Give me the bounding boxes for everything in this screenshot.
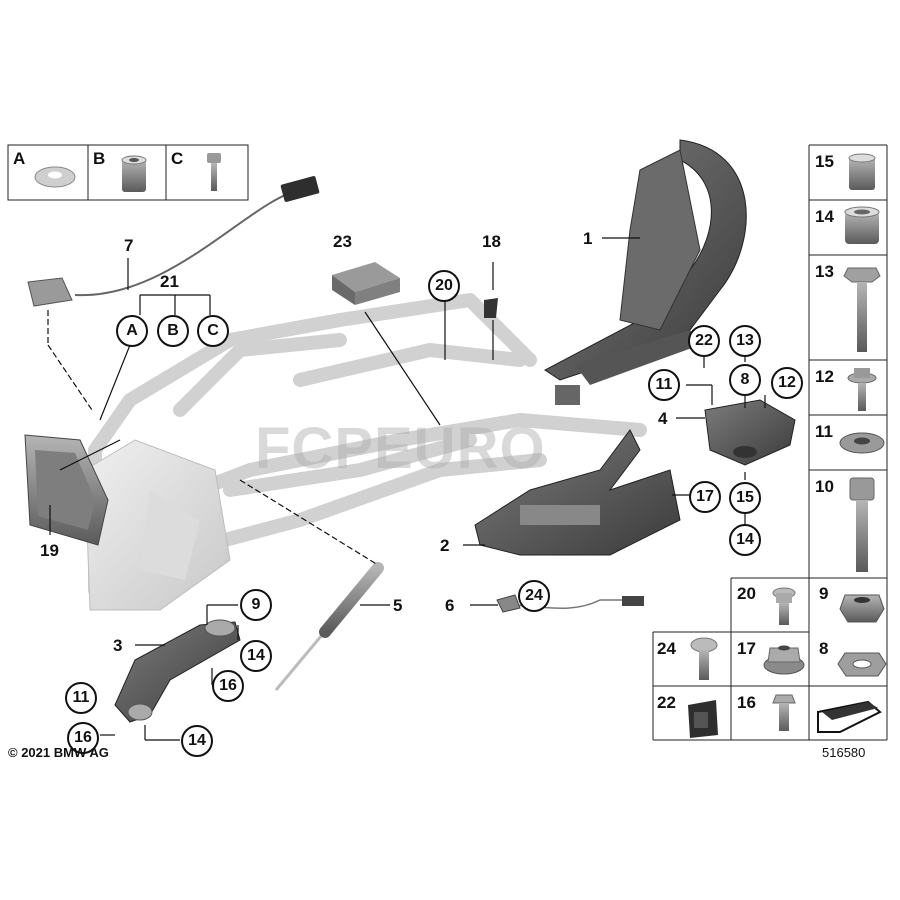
callout-circle-8: 8 [729,364,761,396]
image-id: 516580 [822,745,866,760]
hex-nut-icon [839,594,885,623]
sleeve-icon [121,155,147,192]
callout-circle-c: C [197,315,229,347]
callout-1: 1 [583,229,593,248]
flange-bolt-icon [847,368,877,411]
callout-circle-13: 13 [729,325,761,357]
legend-label-14: 14 [815,207,834,226]
callout-circle-14-b: 14 [240,640,272,672]
legend-label-a: A [13,149,26,168]
cable-part [27,176,320,307]
legend-label-13: 13 [815,262,834,281]
legend-label-10: 10 [815,477,834,496]
arrow-icon [813,690,885,738]
callout-circle-16: 16 [212,670,244,702]
clip-icon [688,700,718,738]
thin-nut-icon [837,652,887,677]
small-bolt-icon [772,694,796,731]
top-legend-table [7,144,249,201]
legend-label-20: 20 [737,584,756,603]
callout-3: 3 [113,636,123,655]
frame-side-plate [84,439,231,611]
callout-2: 2 [440,536,450,555]
callout-circle-16-b: 16 [67,722,99,754]
leader-lines [47,237,766,741]
hinge-bracket-part [474,429,681,556]
callout-circle-22: 22 [688,325,720,357]
callout-circle-20: 20 [428,270,460,302]
legend-label-12: 12 [815,367,834,386]
callout-5: 5 [393,596,403,615]
gas-strut-part [274,562,384,691]
bushing-icon [844,206,880,244]
callout-4: 4 [658,409,668,428]
callout-circle-11: 11 [648,369,680,401]
callout-circle-a: A [116,315,148,347]
legend-label-22: 22 [657,693,676,712]
callout-19: 19 [40,541,59,560]
legend-label-c: C [171,149,184,168]
torx-bolt-icon [772,587,796,625]
legend-label-16: 16 [737,693,756,712]
hex-bolt-icon [843,267,881,352]
legend-label-17: 17 [737,639,756,658]
legend-label-8: 8 [819,639,829,658]
callout-circle-15: 15 [729,482,761,514]
screw-icon [207,153,221,191]
callout-circle-12: 12 [771,367,803,399]
callout-circle-14: 14 [729,524,761,556]
lower-bracket-part [114,619,241,723]
legend-label-24: 24 [657,639,676,658]
legend-label-15: 15 [815,152,834,171]
callout-circle-24: 24 [518,580,550,612]
watermark-text: FCPEURO [255,416,546,481]
callout-18: 18 [482,232,501,251]
callout-23: 23 [333,232,352,251]
collar-nut-icon [763,645,805,675]
pad-part [332,262,400,305]
callout-6: 6 [445,596,455,615]
disc-washer-icon [839,432,885,454]
sleeve-icon [848,153,876,190]
right-legend-table [652,144,888,741]
long-bolt-icon [849,477,875,572]
legend-label-b: B [93,149,106,168]
legend-label-9: 9 [819,584,829,603]
legend-label-11: 11 [815,422,833,441]
pan-screw-icon [690,637,718,680]
callout-circle-b: B [157,315,189,347]
callout-circle-9: 9 [240,589,272,621]
mount-plate-part [704,399,796,466]
clip-part [484,298,498,318]
sensor-part [496,594,644,613]
callout-circle-17: 17 [689,481,721,513]
main-bracket-part [544,139,747,405]
callout-circle-11-b: 11 [65,682,97,714]
callout-21: 21 [160,272,179,291]
callout-7: 7 [124,236,134,255]
callout-circle-14-c: 14 [181,725,213,757]
copyright-text: © 2021 BMW AG [8,745,109,760]
